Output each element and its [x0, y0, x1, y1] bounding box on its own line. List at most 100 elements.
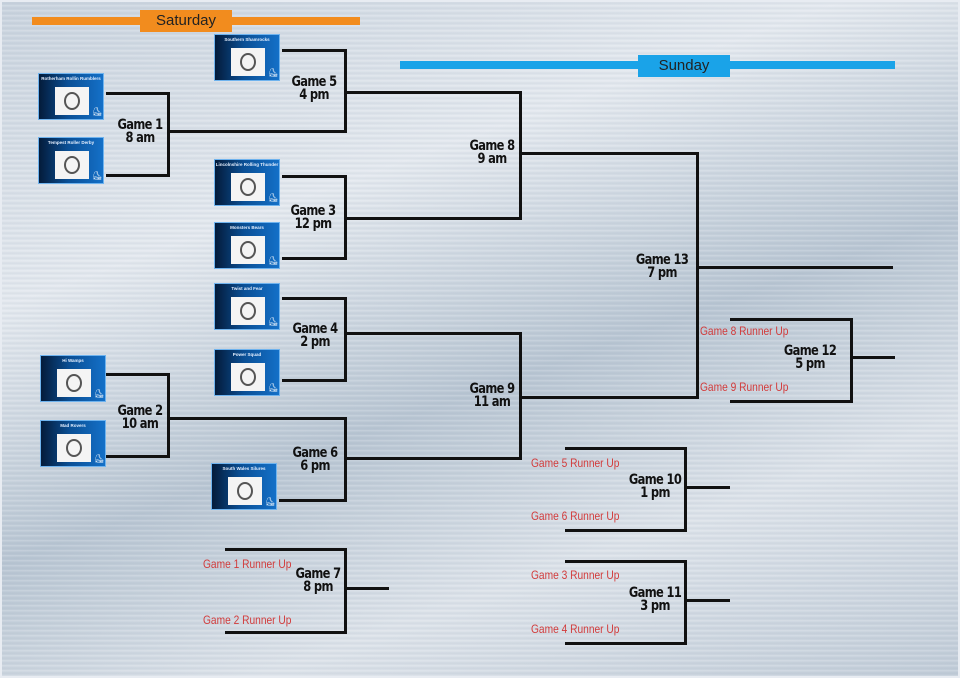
bracket-line — [279, 498, 347, 502]
skate-icon: ⛸ — [92, 171, 103, 180]
game-time: 8 am — [125, 130, 155, 146]
game-title: Game 10 — [628, 472, 682, 488]
game-time: 7 pm — [647, 265, 677, 281]
team-card[interactable]: Hi Wamps⛸ — [40, 355, 106, 402]
skate-icon: ⛸ — [94, 454, 105, 463]
game-title: Game 6 — [292, 445, 339, 461]
bracket-line — [683, 446, 687, 532]
bracket-line — [343, 174, 347, 260]
bracket-line — [225, 547, 347, 551]
runner-up-label: Game 6 Runner Up — [531, 509, 620, 523]
bracket-line — [282, 256, 347, 260]
bracket-line — [343, 296, 347, 382]
team-name: South Wales Silures — [222, 466, 266, 471]
bracket-line — [345, 586, 389, 590]
game-title: Game 11 — [628, 585, 682, 601]
team-name: Hi Wamps — [62, 358, 84, 363]
team-logo — [57, 369, 91, 397]
bracket-line — [225, 630, 347, 634]
bracket-line — [345, 90, 522, 94]
team-name: Monsters Bears — [230, 225, 264, 230]
team-name: Tempest Roller Derby — [47, 140, 95, 145]
bracket-line — [520, 395, 699, 399]
game-title: Game 9 — [469, 381, 516, 397]
team-card[interactable]: Power Squad ⛸ — [214, 349, 280, 396]
skate-icon: ⛸ — [265, 497, 276, 506]
game-time: 1 pm — [640, 485, 670, 501]
game-title: Game 8 — [469, 138, 516, 154]
bracket-line — [849, 317, 853, 403]
runner-up-label: Game 8 Runner Up — [700, 324, 789, 338]
team-logo — [55, 151, 89, 179]
bracket-line — [730, 399, 853, 403]
game-time: 3 pm — [640, 598, 670, 614]
skate-icon: ⛸ — [268, 383, 279, 392]
team-name: Lincolnshire Rolling Thunder — [215, 162, 279, 167]
game-title: Game 4 — [292, 321, 339, 337]
runner-up-label: Game 5 Runner Up — [531, 456, 620, 470]
runner-up-label: Game 9 Runner Up — [700, 380, 789, 394]
skate-icon: ⛸ — [268, 193, 279, 202]
skate-icon: ⛸ — [268, 256, 279, 265]
game-title: Game 13 — [635, 252, 689, 268]
bracket-line — [518, 90, 522, 220]
game-time: 5 pm — [795, 356, 825, 372]
bracket-line — [695, 151, 699, 399]
game-time: 11 am — [473, 394, 511, 410]
bracket-line — [697, 265, 893, 269]
bracket-line — [106, 454, 170, 458]
bracket-line — [851, 355, 895, 359]
skate-icon: ⛸ — [268, 68, 279, 77]
bracket-line — [282, 378, 347, 382]
bracket-line — [106, 91, 170, 95]
game-time: 6 pm — [300, 458, 330, 474]
bracket-line — [343, 547, 347, 634]
bracket-line — [683, 559, 687, 645]
game-title: Game 1 — [117, 117, 164, 133]
game-title: Game 5 — [291, 74, 338, 90]
team-logo — [228, 477, 262, 505]
bracket-line — [685, 598, 730, 602]
bracket-line — [520, 151, 699, 155]
team-card[interactable]: Monsters Bears ⛸ — [214, 222, 280, 269]
bracket-line — [282, 48, 347, 52]
bracket-line — [565, 446, 687, 450]
team-logo — [231, 236, 265, 264]
team-card[interactable]: Twist and Fear⛸ — [214, 283, 280, 330]
bracket-line — [166, 372, 170, 458]
game-time: 4 pm — [299, 87, 329, 103]
game-title: Game 3 — [290, 203, 337, 219]
team-logo — [57, 434, 91, 462]
bracket-line — [282, 296, 347, 300]
game-time: 2 pm — [300, 334, 330, 350]
skate-icon: ⛸ — [268, 317, 279, 326]
bracket-line — [345, 216, 522, 220]
team-logo — [231, 48, 265, 76]
team-card[interactable]: Rotherham Rollin Rumblers⛸ — [38, 73, 104, 120]
bracket-line — [168, 129, 347, 133]
team-card[interactable]: South Wales Silures ⛸ — [211, 463, 277, 510]
team-name: Southern Shamrocks — [224, 37, 270, 42]
team-card[interactable]: Mad Rovers⛸ — [40, 420, 106, 467]
team-card[interactable]: Lincolnshire Rolling Thunder ⛸ — [214, 159, 280, 206]
team-card[interactable]: Southern Shamrocks ⛸ — [214, 34, 280, 81]
game-time: 10 am — [121, 416, 159, 432]
team-card[interactable]: Tempest Roller Derby ⛸ — [38, 137, 104, 184]
game-title: Game 7 — [295, 566, 342, 582]
bracket-line — [106, 173, 170, 177]
saturday-label: Saturday — [140, 10, 232, 32]
runner-up-label: Game 3 Runner Up — [531, 568, 620, 582]
bracket-line — [685, 485, 730, 489]
bracket-line — [730, 317, 853, 321]
team-name: Power Squad — [232, 352, 262, 357]
